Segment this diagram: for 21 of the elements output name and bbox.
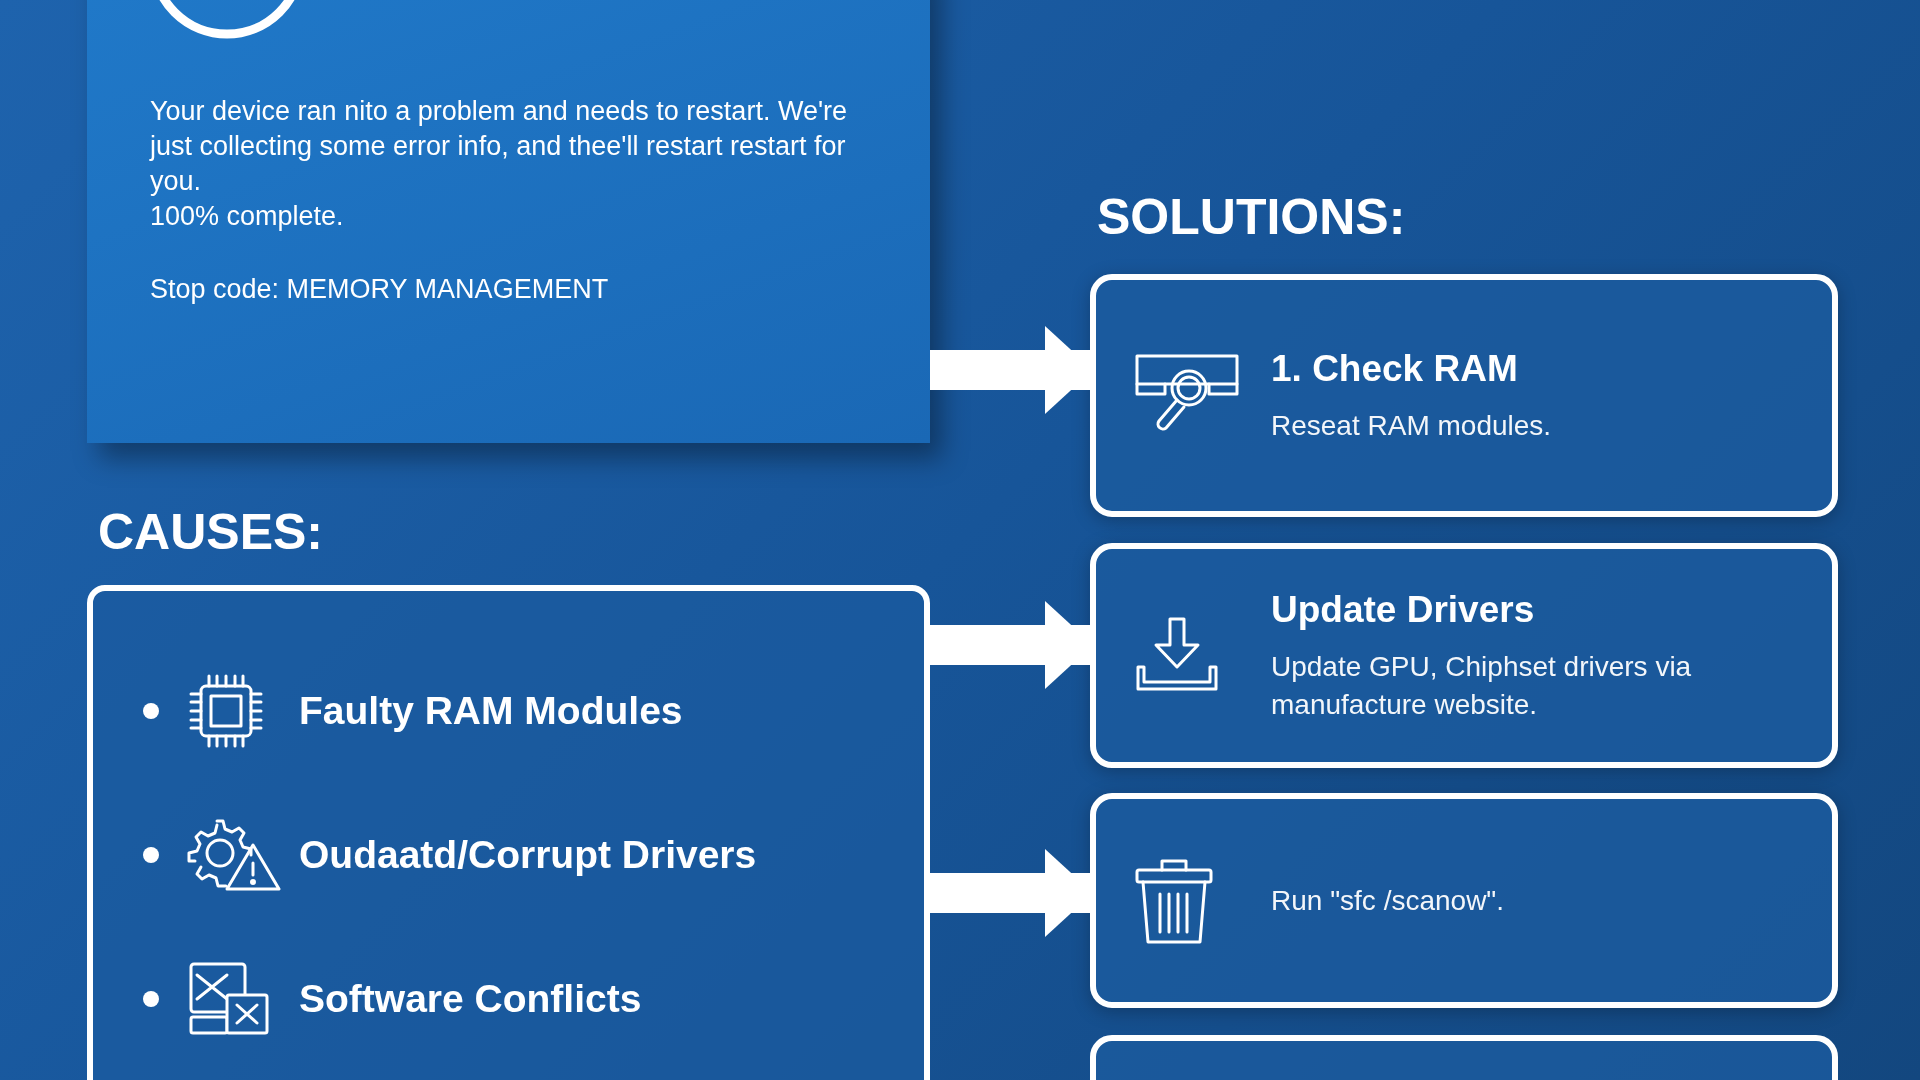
section-heading: CAUSES: — [98, 503, 324, 562]
card-heading: Update Drivers — [1271, 588, 1536, 633]
section-heading: SOLUTIONS: — [1097, 188, 1406, 247]
cause-item: Faulty RAM Modules — [299, 687, 683, 734]
solution-card — [1090, 274, 1838, 517]
card-heading: 1. Check RAM — [1271, 347, 1519, 392]
card-description: Reseat RAM modules. — [1271, 408, 1553, 443]
cause-item: Oudaatd/Corrupt Drivers — [299, 831, 757, 878]
cause-item: Software Conflicts — [299, 975, 642, 1022]
solution-card — [1090, 543, 1838, 768]
causes-panel — [87, 585, 930, 1080]
card-description: Update GPU, Chiphset drivers via manufacture website. — [1271, 649, 1693, 722]
error-message: Your device ran nito a problem and needs to restart. We're just collecting some error info, and thee'll restart restart for you. — [150, 95, 849, 198]
block-arrow — [930, 601, 1093, 689]
block-arrow — [930, 849, 1093, 937]
stop-code-text: Stop code: MEMORY MANAGEMENT — [150, 273, 610, 306]
progress-text: 100% complete. — [150, 200, 345, 233]
error-screen-panel — [87, 0, 930, 443]
solution-card — [1090, 793, 1838, 1008]
block-arrow — [930, 326, 1093, 414]
card-description: Run "sfc /scanow". — [1271, 883, 1506, 918]
